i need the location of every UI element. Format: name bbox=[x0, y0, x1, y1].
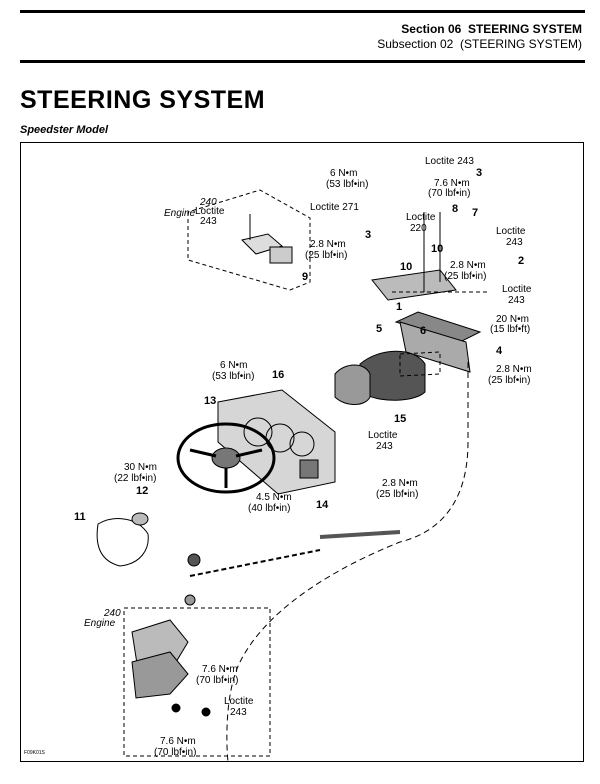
diagram-frame bbox=[20, 142, 584, 762]
section-name: STEERING SYSTEM bbox=[467, 22, 582, 36]
callout-torque-28nm-b: 2.8 N•m bbox=[450, 260, 486, 271]
callout-torque-25lbf-a: (25 lbf•in) bbox=[305, 250, 347, 261]
callout-loctite-243-r1-a: Loctite bbox=[496, 226, 526, 237]
callout-torque-15lbfft: (15 lbf•ft) bbox=[490, 324, 530, 335]
callout-torque-53lbf-b: (53 lbf•in) bbox=[212, 371, 254, 382]
callout-torque-6nm-b: 6 N•m bbox=[220, 360, 247, 371]
part-number-1: 1 bbox=[396, 301, 402, 313]
subsection-heading: Subsection 02 (STEERING SYSTEM) bbox=[377, 37, 582, 52]
callout-torque-76nm-b: 7.6 N•m bbox=[202, 664, 238, 675]
steering-housing bbox=[334, 350, 441, 405]
callout-loctite-243-eng-b: 243 bbox=[200, 216, 217, 227]
part-number-14: 14 bbox=[316, 499, 329, 511]
callout-torque-25lbf-d: (25 lbf•in) bbox=[376, 489, 418, 500]
part-number-2: 2 bbox=[518, 255, 524, 267]
part-number-5: 5 bbox=[376, 323, 382, 335]
part-number-16: 16 bbox=[272, 369, 284, 381]
steering-cable bbox=[184, 362, 469, 762]
header-top-rule bbox=[20, 10, 585, 13]
part-number-8: 8 bbox=[452, 203, 458, 215]
callout-engine-240-a: 240 bbox=[199, 197, 217, 208]
part-number-3a: 3 bbox=[476, 167, 482, 179]
callout-torque-22lbf: (22 lbf•in) bbox=[114, 473, 156, 484]
callout-torque-76nm-a: 7.6 N•m bbox=[434, 178, 470, 189]
part-number-13: 13 bbox=[204, 395, 216, 407]
steering-bracket bbox=[371, 212, 490, 373]
part-number-10b: 10 bbox=[400, 261, 412, 273]
part-number-3b: 3 bbox=[365, 229, 371, 241]
callout-loctite-243-eng-a: Loctite bbox=[195, 206, 225, 217]
callout-torque-25lbf-c: (25 lbf•in) bbox=[488, 375, 530, 386]
steering-wheel bbox=[176, 422, 276, 494]
callout-torque-28nm-a: 2.8 N•m bbox=[310, 239, 346, 250]
callout-torque-40lbf: (40 lbf•in) bbox=[248, 503, 290, 514]
callout-loctite-243-r2-a: Loctite bbox=[502, 284, 532, 295]
part-number-9: 9 bbox=[302, 271, 308, 283]
diagram-labels: Loctite 243 6 N•m (53 lbf•in) 7.6 N•m (7… bbox=[24, 156, 532, 758]
section-heading: Section 06 STEERING SYSTEM bbox=[401, 22, 582, 37]
callout-loctite-243-bot-b: 243 bbox=[230, 707, 247, 718]
callout-loctite-243-mid-a: Loctite bbox=[368, 430, 398, 441]
callout-torque-70lbf-a: (70 lbf•in) bbox=[428, 188, 470, 199]
header-bottom-rule bbox=[20, 60, 585, 63]
part-number-10a: 10 bbox=[431, 243, 443, 255]
callout-loctite-243-top: Loctite 243 bbox=[425, 156, 474, 167]
part-number-7: 7 bbox=[472, 207, 478, 219]
part-number-4: 4 bbox=[496, 345, 503, 357]
dashboard-panel bbox=[217, 389, 336, 495]
section-label: Section 06 bbox=[401, 22, 462, 36]
callout-loctite-243-r2-b: 243 bbox=[508, 295, 525, 306]
callout-loctite-220-a: Loctite bbox=[406, 212, 436, 223]
callout-engine-label-a: Engine bbox=[164, 208, 196, 219]
callout-torque-20nm: 20 N•m bbox=[496, 314, 529, 325]
callout-torque-70lbf-c: (70 lbf•in) bbox=[154, 747, 196, 758]
engine-group-bottom bbox=[123, 607, 271, 757]
callout-loctite-243-r1-b: 243 bbox=[506, 237, 523, 248]
callout-loctite-271: Loctite 271 bbox=[310, 202, 359, 213]
wheel-cover bbox=[96, 512, 149, 567]
part-number-12: 12 bbox=[136, 485, 148, 497]
callout-loctite-243-bot-a: Loctite bbox=[224, 696, 254, 707]
figure-code: F09K01S bbox=[24, 750, 46, 756]
callout-engine-240-b: 240 bbox=[103, 608, 121, 619]
callout-torque-53lbf-a: (53 lbf•in) bbox=[326, 179, 368, 190]
part-number-15: 15 bbox=[394, 413, 406, 425]
callout-loctite-220-b: 220 bbox=[410, 223, 427, 234]
callout-torque-28nm-c: 2.8 N•m bbox=[496, 364, 532, 375]
part-number-6: 6 bbox=[420, 325, 426, 337]
callout-torque-6nm-a: 6 N•m bbox=[330, 168, 357, 179]
page-title: STEERING SYSTEM bbox=[20, 86, 266, 114]
callout-torque-70lbf-b: (70 lbf•in) bbox=[196, 675, 238, 686]
callout-torque-25lbf-b: (25 lbf•in) bbox=[444, 271, 486, 282]
callout-torque-76nm-c: 7.6 N•m bbox=[160, 736, 196, 747]
subsection-label: Subsection 02 bbox=[377, 37, 454, 51]
callout-torque-28nm-d: 2.8 N•m bbox=[382, 478, 418, 489]
part-number-11: 11 bbox=[74, 511, 86, 523]
exploded-diagram: Loctite 243 6 N•m (53 lbf•in) 7.6 N•m (7… bbox=[24, 156, 532, 762]
engine-group-top bbox=[187, 189, 311, 291]
subsection-name: (STEERING SYSTEM) bbox=[459, 37, 582, 51]
model-subtitle: Speedster Model bbox=[20, 124, 109, 136]
callout-torque-30nm: 30 N•m bbox=[124, 462, 157, 473]
callout-loctite-243-mid-b: 243 bbox=[376, 441, 393, 452]
callout-engine-label-b: Engine bbox=[84, 618, 116, 629]
callout-torque-45nm: 4.5 N•m bbox=[256, 492, 292, 503]
